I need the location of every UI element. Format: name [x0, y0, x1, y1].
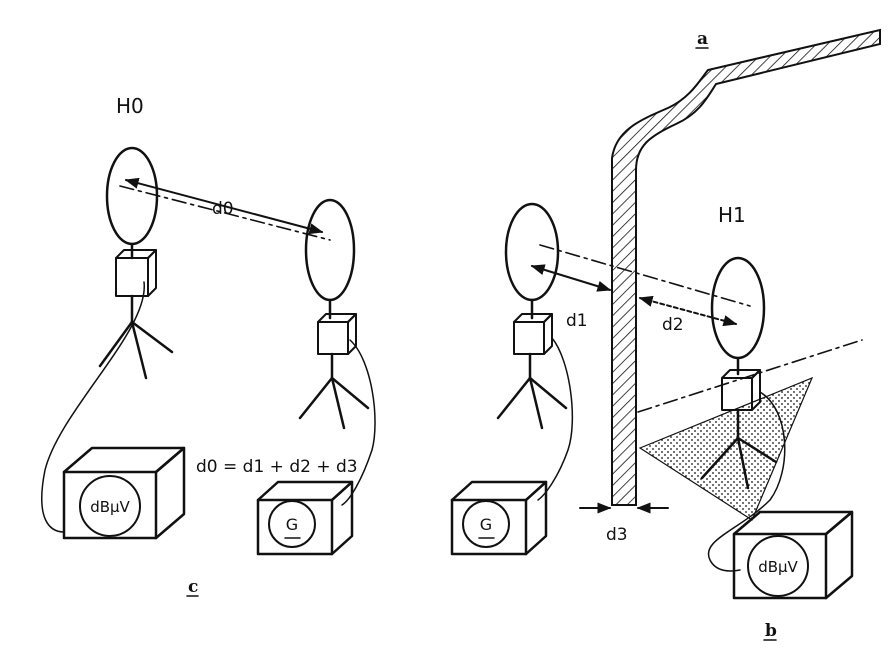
arrow-d0 [124, 177, 324, 235]
meter-box-right: dBμV [732, 510, 854, 600]
label-d3: d3 [606, 525, 628, 545]
antenna-right-h1 [710, 256, 766, 411]
meter-right-label: dBμV [758, 558, 798, 576]
label-a: a [697, 29, 708, 49]
generator-box-left: G [256, 480, 354, 556]
label-d0: d0 [212, 199, 234, 219]
axis-line-right [539, 244, 751, 307]
antenna-left-second [298, 198, 370, 430]
label-d2: d2 [662, 315, 684, 335]
cable-right-generator [537, 337, 574, 501]
antenna-right-outside [496, 202, 568, 430]
cable-left-meter [41, 281, 145, 533]
label-h0: H0 [116, 94, 144, 118]
generator-right-label: G [480, 515, 492, 534]
cable-right-meter [707, 391, 786, 572]
label-h1: H1 [718, 203, 746, 227]
label-b: b [765, 621, 777, 641]
arrow-d2 [638, 295, 738, 327]
scene-through-wall: G dBμV H1 d1 d2 d3 a b [450, 28, 881, 641]
equation: d0 = d1 + d2 + d3 [196, 457, 358, 477]
dotted-cone [638, 376, 814, 521]
meter-box-left: dBμV [62, 446, 186, 540]
generator-left-label: G [286, 515, 298, 534]
scene-free-space: dBμV G H0 d0 d0 = d1 + d2 + d3 c [41, 94, 376, 597]
arrow-d1 [530, 264, 612, 292]
label-c: c [188, 577, 198, 597]
wall-hatched [611, 28, 881, 506]
cable-left-generator [341, 339, 376, 506]
label-d1: d1 [566, 311, 588, 331]
antenna-h1-legs [700, 408, 778, 490]
meter-left-label: dBμV [90, 498, 130, 516]
generator-box-right: G [450, 480, 548, 556]
cone-axis-line [637, 339, 863, 413]
